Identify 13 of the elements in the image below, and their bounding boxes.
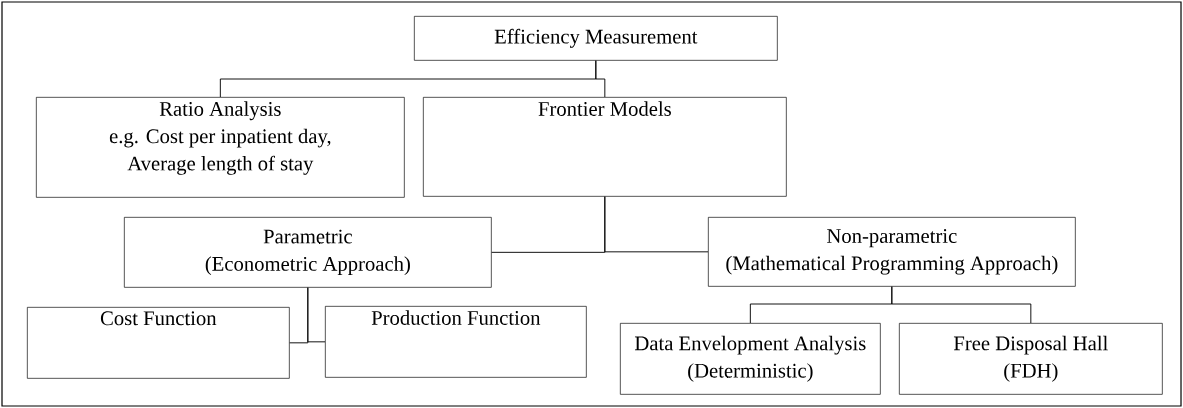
category-box: Efficiency Measurement (414, 16, 778, 61)
connector-line (307, 287, 326, 343)
category-box: Parametric (Econometric Approach) (124, 217, 492, 288)
category-box: Free Disposal Hall (FDH) (899, 323, 1163, 395)
connector-line (595, 60, 606, 98)
category-box: Frontier Models (423, 97, 787, 197)
category-box: Cost Function (27, 307, 290, 379)
category-box: Non-parametric (Mathematical Programming Approach) (708, 217, 1076, 287)
connector-line (604, 196, 709, 253)
category-box: Data Envelopment Analysis (Deterministic) (620, 323, 881, 395)
category-box: Ratio Analysis e.g. Cost per inpatient day, Average length of stay (36, 97, 405, 198)
category-box: Production Function (325, 306, 587, 378)
connector-line (891, 286, 1032, 324)
